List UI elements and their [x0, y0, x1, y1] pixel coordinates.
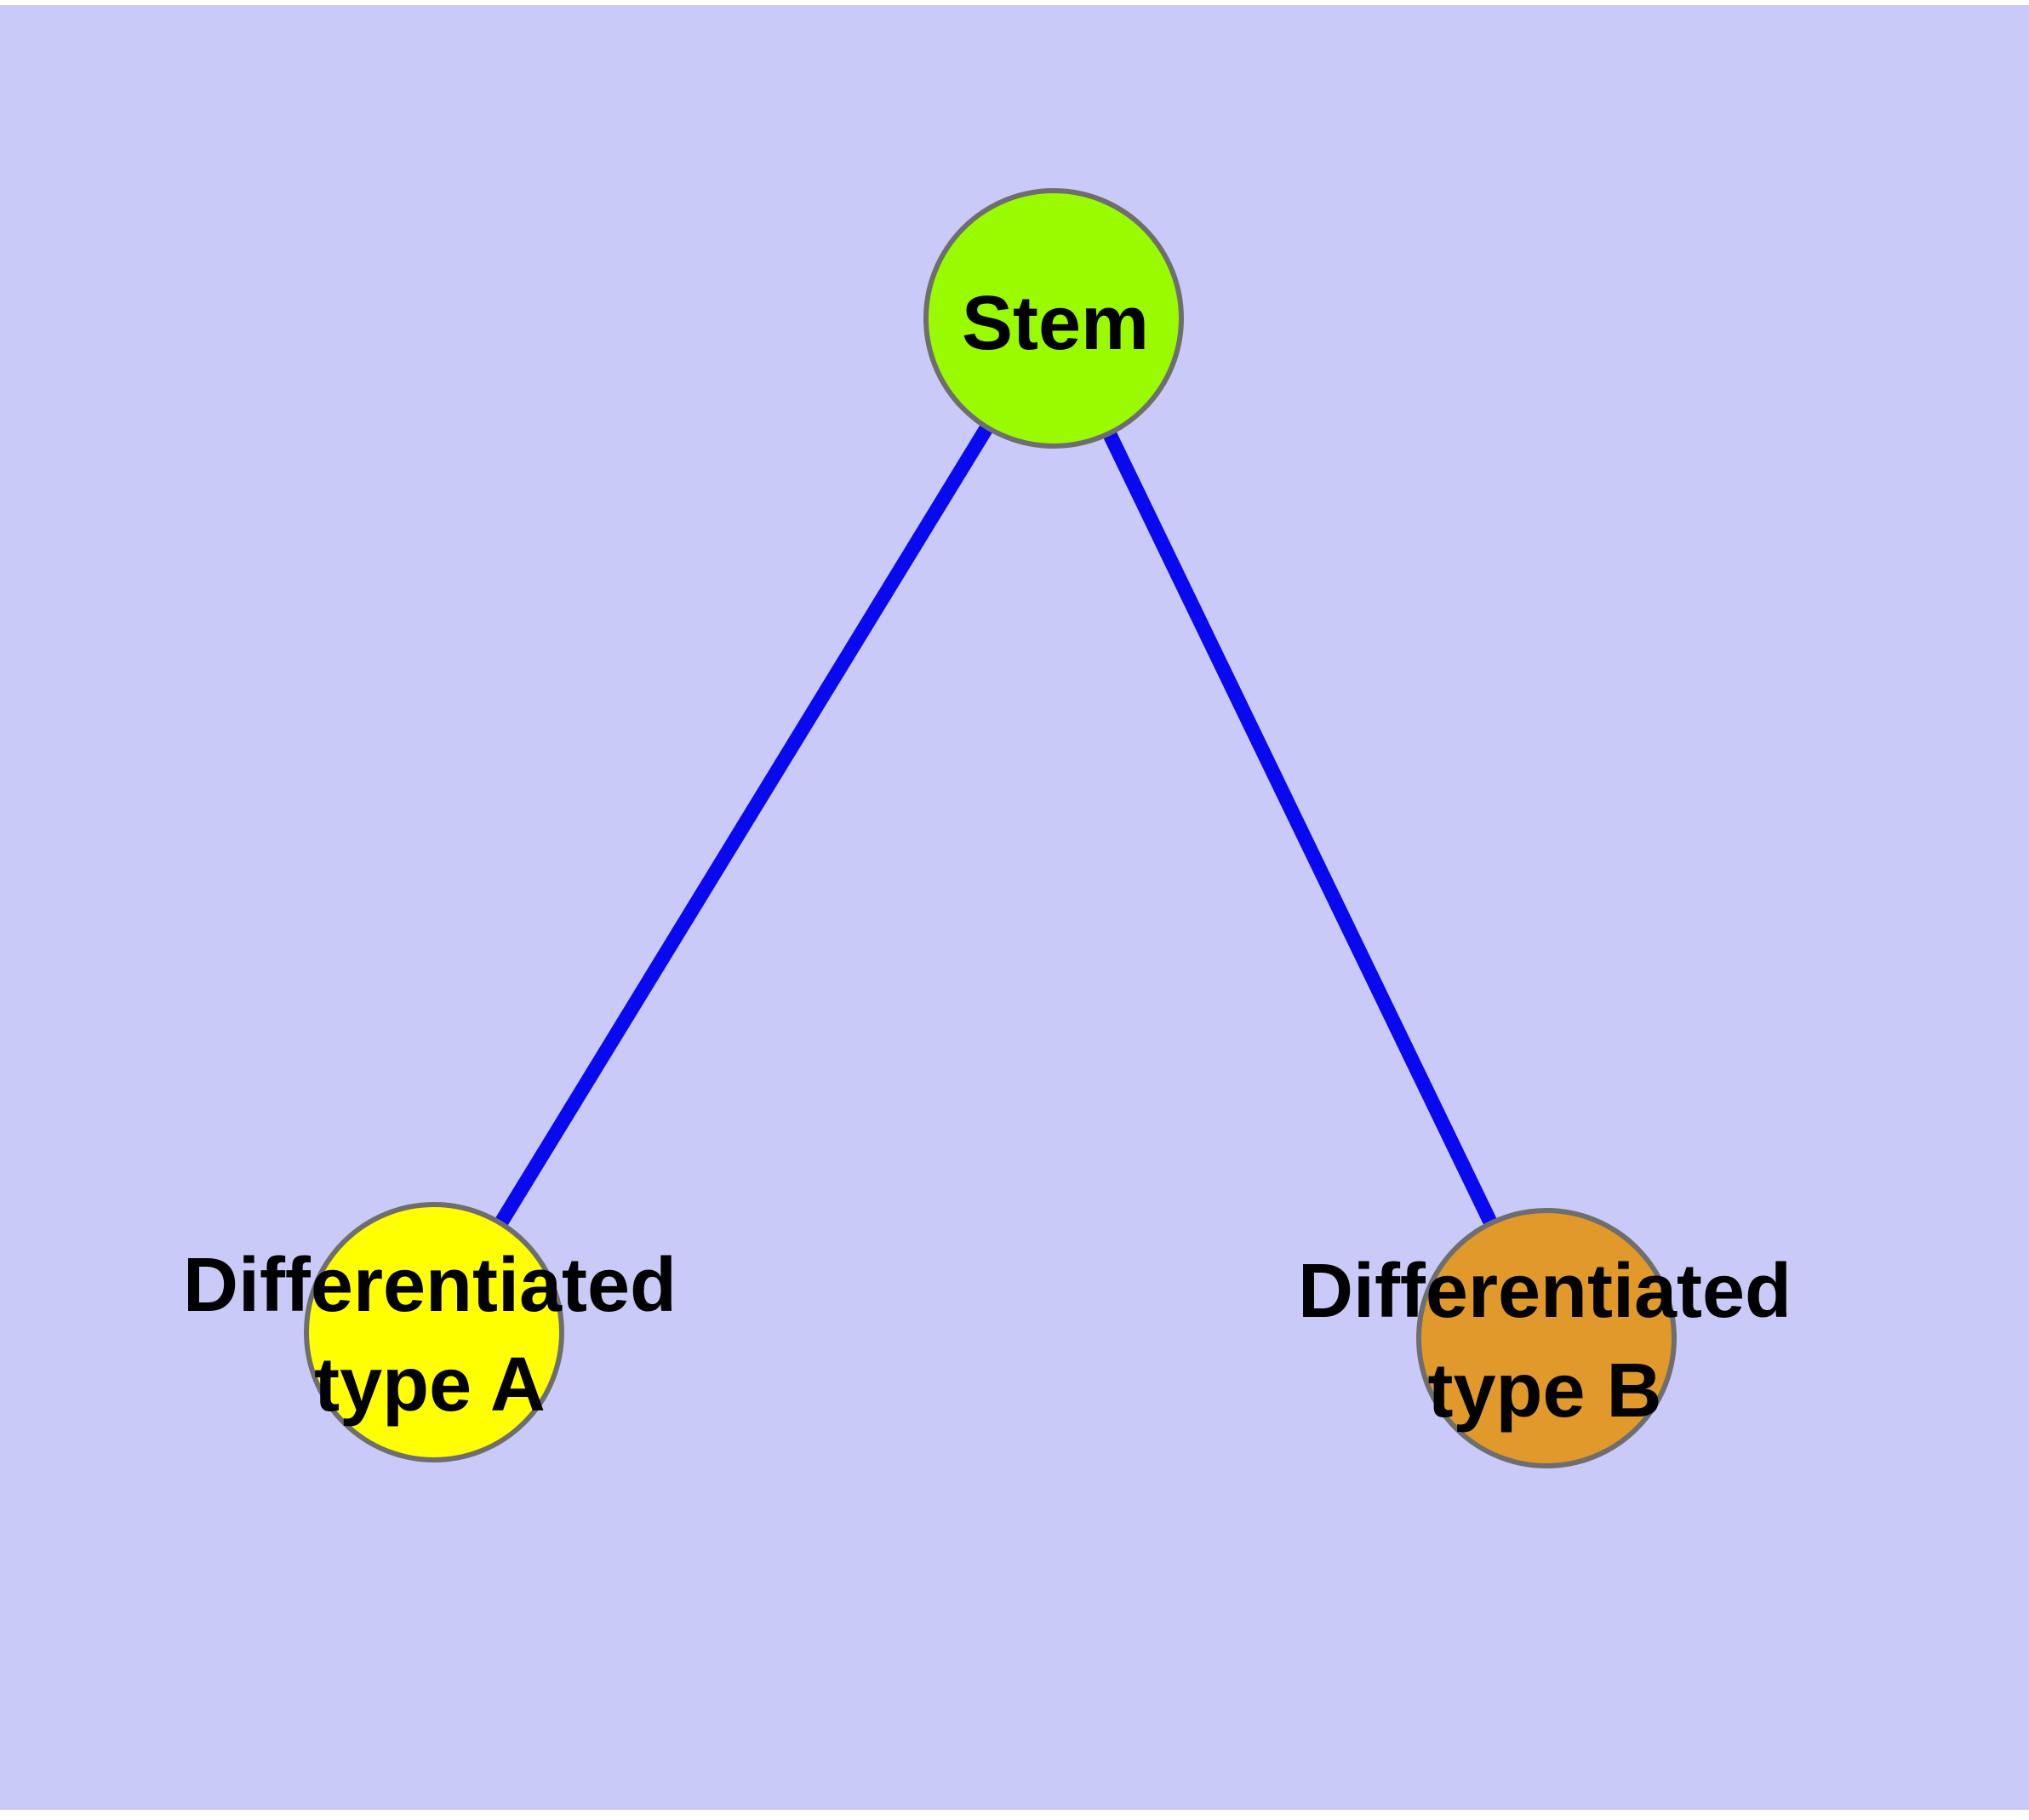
label-group: Stem Differentiated type A Differentiate…: [183, 281, 1792, 1434]
node-group: [304, 188, 1677, 1468]
node-stem-label: Stem: [962, 281, 1149, 366]
edge-stem-to-type-a: [427, 314, 1060, 1336]
node-stem-circle: [923, 188, 1184, 449]
node-type-a-circle: [304, 1202, 564, 1462]
edge-stem-to-type-b: [1047, 315, 1553, 1342]
node-type-a-label-line2: type A: [314, 1342, 546, 1428]
edge-group: [427, 314, 1553, 1342]
node-type-b-circle: [1416, 1208, 1677, 1468]
node-type-b-label-line2: type B: [1427, 1348, 1661, 1434]
node-type-a-label-line1: Differentiated: [183, 1243, 677, 1328]
node-type-b-label-line1: Differentiated: [1298, 1249, 1792, 1334]
